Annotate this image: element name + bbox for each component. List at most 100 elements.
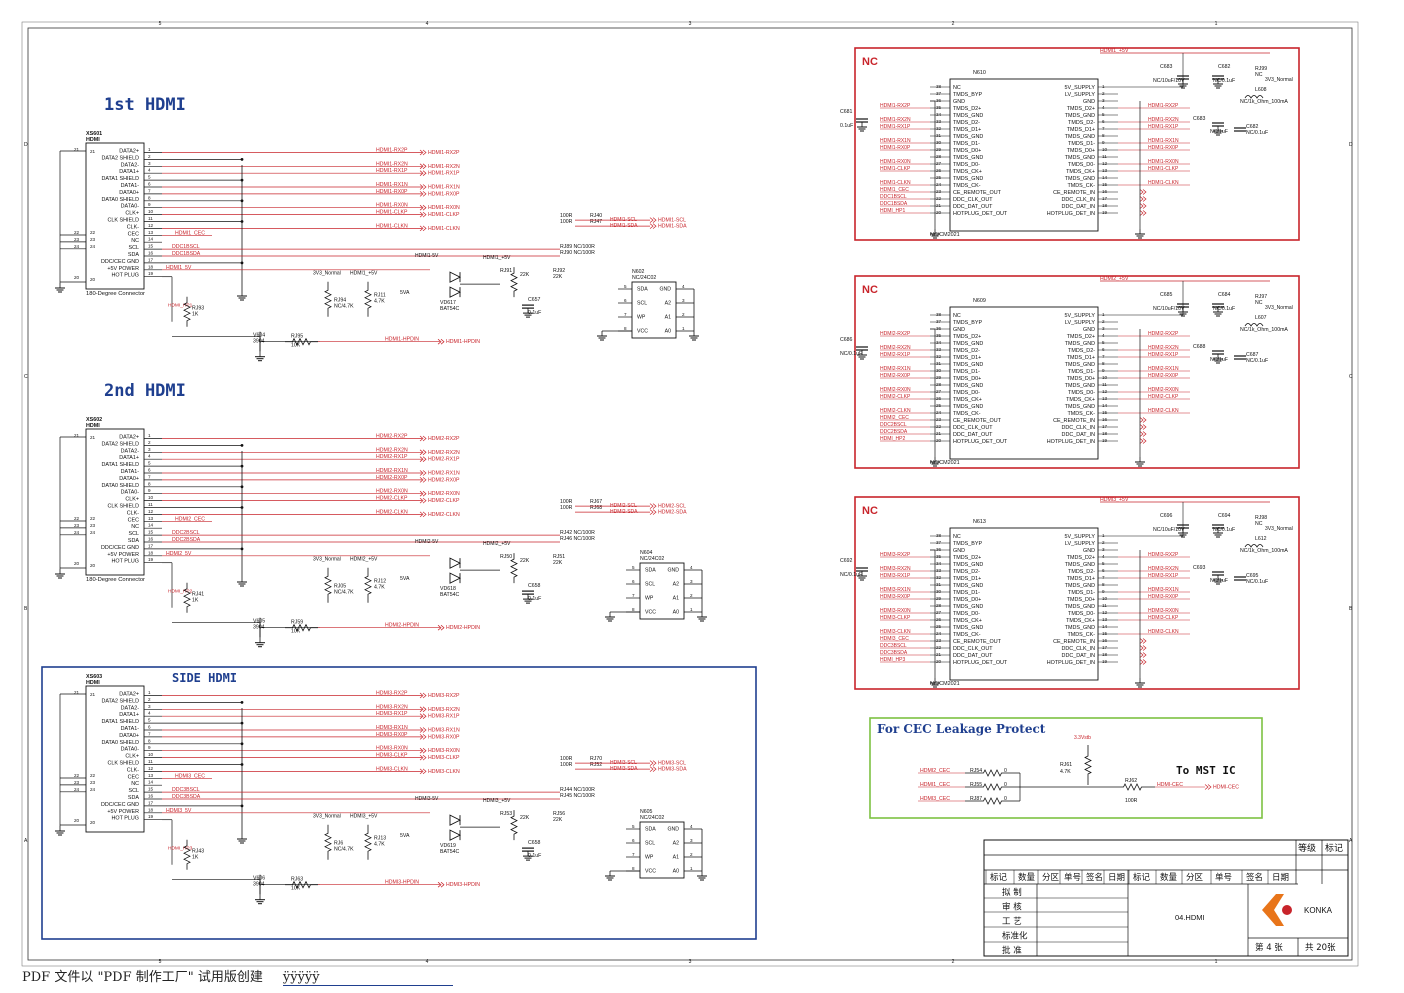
switch-panel-label: NC — [862, 505, 878, 517]
pin-number: 3 — [1102, 98, 1105, 103]
net-label: HDMI3-SCL — [658, 761, 686, 767]
pin-number: 15 — [148, 787, 154, 792]
pin-number: 12 — [148, 509, 154, 514]
eeprom-pin-name: SCL — [645, 582, 655, 588]
eeprom-pin-name: A0 — [673, 869, 679, 875]
net-label: HDMI1_CEC — [920, 782, 950, 788]
pin-number: 22 — [936, 424, 942, 429]
pin-number: 24 — [936, 410, 942, 415]
net-label: HDMI3-SCL — [610, 760, 637, 766]
pin-name: DDC/CEC GND — [101, 545, 139, 551]
part-ref: RJ59 — [291, 620, 303, 626]
pin-number: 6 — [632, 579, 635, 584]
pin-number: 12 — [148, 766, 154, 771]
part-ref: RJ40 — [590, 213, 602, 219]
ic-pin-name: HOTPLUG_DET_OUT — [953, 660, 1008, 666]
connector-ref: XS602 — [86, 417, 102, 423]
net-label: HDMI2-SCL — [610, 503, 637, 509]
tb-total: 共 20张 — [1305, 943, 1336, 953]
ic-pin-name: DDC_DAT_IN — [1062, 432, 1096, 438]
pin-number: 15 — [1102, 410, 1108, 415]
ic-pin-name: NC — [953, 85, 961, 91]
diode-icon — [449, 814, 462, 826]
pin-number: 31 — [936, 361, 942, 366]
pin-number: 11 — [1102, 382, 1107, 387]
ic-pin-name: TMDS_D2+ — [1067, 555, 1095, 561]
pin-number: 22 — [936, 645, 942, 650]
pin-number: 7 — [148, 474, 151, 479]
net-label: HDMI1-RX2N — [1148, 117, 1179, 123]
net-label: HDMI3-RX2N — [880, 566, 911, 572]
tb-header: 标记 — [990, 872, 1008, 883]
pullup-resistor-icon — [364, 824, 372, 860]
part-ref: RJ61 — [1060, 762, 1072, 768]
pin-number: 4 — [148, 454, 151, 459]
net-flag-icon — [419, 734, 427, 740]
part-value: NC/1uF — [1210, 578, 1228, 584]
pin-number: 29 — [936, 147, 942, 152]
pin-number: 14 — [1102, 175, 1108, 180]
net-flag-icon — [419, 149, 427, 156]
part-ref: RJ68 — [590, 505, 602, 511]
part-ref: RJ67 — [590, 499, 602, 505]
connector-ref: XS601 — [86, 131, 102, 137]
pin-number: 21 — [90, 692, 96, 697]
ic-pin-name: TMDS_CK+ — [953, 169, 982, 175]
pin-number: 2 — [1102, 91, 1105, 96]
pin-name: DATA2- — [121, 162, 140, 168]
pin-number: 9 — [148, 202, 151, 207]
hotplug-resistor-icon — [183, 582, 191, 613]
pin-number: 20 — [90, 820, 96, 825]
net-flag-icon — [1139, 431, 1147, 437]
switch-panel-frame — [854, 275, 1300, 469]
hotplug-resistor-icon — [285, 337, 318, 346]
zone-row-label: A — [24, 838, 28, 844]
part-ref: RJ55 — [970, 782, 982, 788]
ic-pin-name: TMDS_D2- — [953, 120, 980, 126]
part-value: NC/1k_Ohm_100mA — [1240, 548, 1288, 554]
pin-number: 16 — [1102, 417, 1108, 422]
part-value: NC/10uF/10V — [1153, 527, 1185, 533]
net-label: HDMI2_CEC — [880, 415, 909, 421]
pin-number: 4 — [148, 168, 151, 173]
part-ref: RJ63 — [291, 877, 303, 883]
ic-pin-name: TMDS_D1- — [1068, 141, 1095, 147]
net-flag-icon — [419, 490, 427, 497]
net-flag-icon — [1139, 196, 1147, 202]
pin-number: 18 — [148, 550, 154, 555]
hotplug-resistor-icon — [183, 296, 191, 327]
ic-pin-name: DDC_DAT_IN — [1062, 204, 1096, 210]
ic-pin-name: TMDS_GND — [1065, 583, 1095, 589]
power-label: 5VA — [400, 290, 410, 296]
net-label: HDMI3-RX0N — [376, 746, 408, 752]
ic-pin-name: TMDS_D2+ — [953, 106, 981, 112]
net-label: HDMI1-RX0N — [376, 203, 408, 209]
section-title: 2nd HDMI — [104, 381, 186, 401]
eeprom-pin-name: SCL — [645, 841, 655, 847]
pin-name: HOT PLUG — [112, 816, 139, 822]
ic-pin-name: 5V_SUPPLY — [1065, 534, 1096, 540]
net-label: HDMI3-CLKP — [880, 615, 911, 621]
net-flag-icon — [419, 204, 427, 211]
ic-pin-name: DDC_DAT_OUT — [953, 653, 993, 659]
pin-number: 21 — [90, 149, 96, 154]
resistor-icon — [510, 553, 518, 584]
ic-pin-name: TMDS_CK- — [1067, 411, 1095, 417]
pin-name: DDC/CEC GND — [101, 802, 139, 808]
pin-number: 17 — [148, 257, 154, 262]
net-label: HDMI2-RX1N — [428, 471, 460, 477]
tb-header: 日期 — [1108, 873, 1125, 883]
net-label: HDMI1-CLKP — [428, 212, 460, 218]
footer-link[interactable]: ÿÿÿÿÿ — [282, 970, 453, 986]
pin-number: 4 — [1102, 105, 1105, 110]
net-label: HDMI2_CEC — [920, 768, 950, 774]
net-label: HDMI1_CEC — [880, 187, 909, 193]
part-ref: RJ91 — [500, 268, 512, 274]
part-value: BAT54C — [440, 592, 459, 598]
pin-number: 19 — [148, 814, 154, 819]
net-flag-icon — [1139, 645, 1147, 651]
ic-pin-name: DDC_CLK_OUT — [953, 646, 993, 652]
net-label: HDMI_HP3 — [168, 846, 193, 852]
cec-resistor-icon — [965, 797, 1020, 805]
pin-number: 8 — [148, 738, 151, 743]
